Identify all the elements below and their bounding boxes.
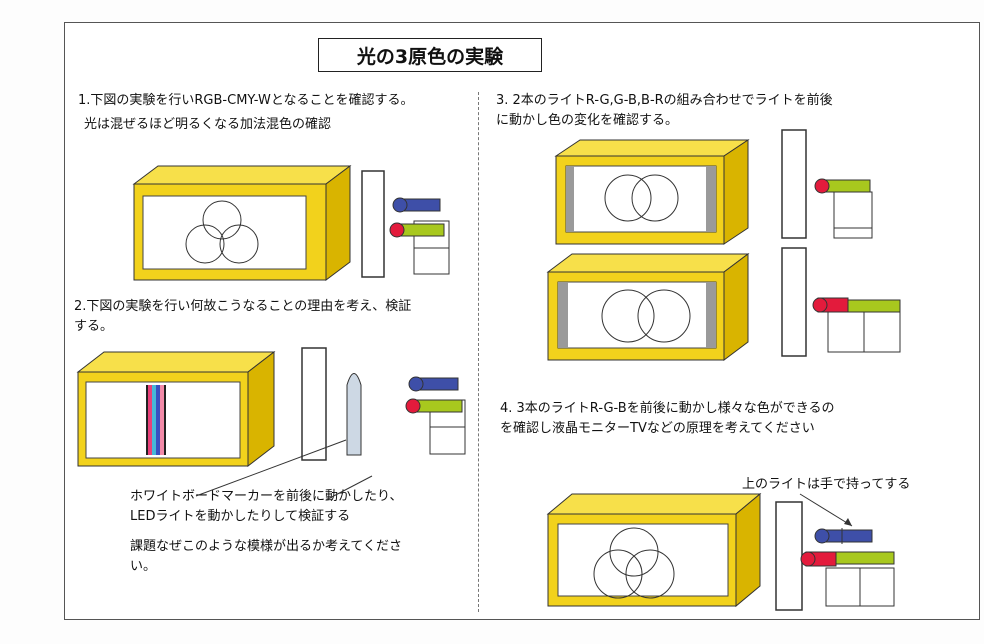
section2-note-line2: LEDライトを動かしたりして検証する [130, 509, 351, 524]
rgb-circles-1 [185, 200, 259, 264]
callout-arrow [799, 493, 853, 527]
box-diagram-3a [554, 139, 750, 245]
section3-heading-cont: に動かし色の変化を確認する。 [496, 113, 679, 128]
section2-task-line1: 課題なぜこのような模様が出るか考えてくださ [130, 539, 402, 554]
whiteboard-marker-shape [346, 373, 362, 456]
section4-callout: 上のライトは手で持ってする [742, 477, 911, 492]
section2-note-line1: ホワイトボードマーカーを前後に動かしたり、 [130, 489, 403, 504]
pointer-line [195, 439, 347, 497]
panel-and-lights-3a [781, 129, 873, 239]
section2-heading: 2.下図の実験を行い何故こうなることの理由を考え、検証 [74, 299, 412, 314]
box-diagram-1 [132, 165, 352, 281]
panel-and-lights-4 [775, 493, 895, 611]
section1-heading: 1.下図の実験を行いRGB-CMY-Wとなることを確認する。 [78, 93, 414, 108]
section2-heading-cont: する。 [74, 319, 114, 334]
section4-heading-cont: を確認し液晶モニターTVなどの原理を考えてください [500, 421, 815, 436]
section4-heading: 4. 3本のライトR-G-Bを前後に動かし様々な色ができるの [500, 401, 835, 416]
panel-and-lights-3b [781, 247, 901, 357]
document-frame [64, 22, 980, 620]
page-title: 光の3原色の実験 [318, 38, 542, 72]
box-diagram-2 [76, 350, 276, 468]
box-diagram-3b [546, 253, 750, 361]
panel-and-lights-1 [361, 170, 450, 278]
box-diagram-4 [546, 492, 762, 608]
section2-task-line2: い。 [130, 559, 157, 574]
section1-subtext: 光は混ぜるほど明るくなる加法混色の確認 [84, 117, 332, 132]
panel-and-lights-2 [195, 347, 466, 501]
section3-heading: 3. 2本のライトR-G,G-B,B-Rの組み合わせでライトを前後 [496, 93, 833, 108]
column-divider [478, 92, 479, 612]
